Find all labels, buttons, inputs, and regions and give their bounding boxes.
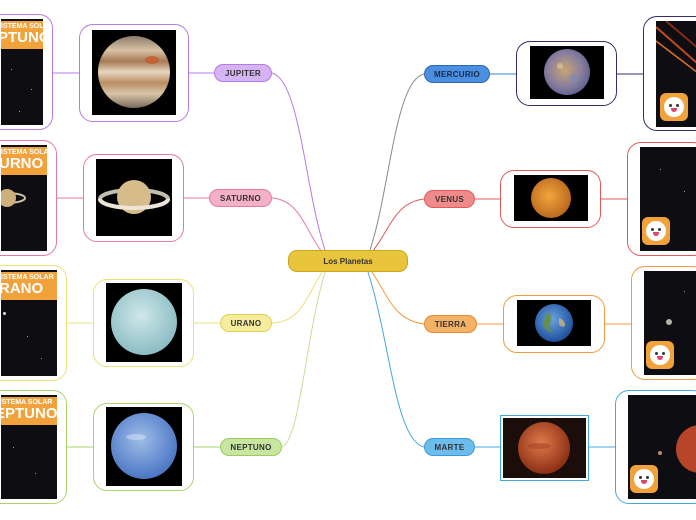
urano-poster-frame[interactable]: ISTEMA SOLAR RANO bbox=[0, 265, 67, 381]
venus-poster-badge bbox=[642, 217, 670, 245]
neptuno-planet-icon bbox=[106, 407, 182, 486]
marte-planet-icon bbox=[503, 418, 586, 478]
neptuno-poster-banner: SISTEMA SOLAR EPTUNO bbox=[1, 397, 57, 425]
tierra-poster-frame[interactable] bbox=[631, 266, 696, 380]
jupiter-poster: ISTEMA SOLAR PTUNO bbox=[1, 19, 43, 125]
tierra-image-frame[interactable] bbox=[503, 295, 605, 353]
mercurio-planet-icon bbox=[530, 46, 604, 99]
neptuno-photo bbox=[106, 407, 182, 486]
marte-poster bbox=[628, 395, 696, 499]
venus-planet-icon bbox=[514, 175, 588, 221]
jupiter-image-frame[interactable] bbox=[79, 24, 189, 122]
saturno-poster-frame[interactable]: ISTEMA SOLAR URNO bbox=[0, 140, 57, 256]
tierra-poster-badge bbox=[646, 341, 674, 369]
topic-marte-label: MARTE bbox=[435, 443, 465, 452]
topic-neptuno[interactable]: NEPTUNO bbox=[220, 438, 282, 456]
tierra-planet-icon bbox=[517, 300, 591, 346]
neptuno-poster-frame[interactable]: SISTEMA SOLAR EPTUNO bbox=[0, 390, 67, 504]
saturno-image-frame[interactable] bbox=[83, 154, 184, 242]
topic-saturno-label: SATURNO bbox=[220, 194, 261, 203]
marte-poster-badge bbox=[630, 465, 658, 493]
neptuno-image-frame[interactable] bbox=[93, 403, 194, 491]
saturno-planet-icon bbox=[96, 159, 172, 236]
saturno-photo bbox=[96, 159, 172, 236]
saturno-poster-planet-icon bbox=[1, 183, 27, 213]
jupiter-planet-icon bbox=[92, 30, 176, 115]
topic-urano[interactable]: URANO bbox=[220, 314, 272, 332]
venus-poster bbox=[640, 147, 696, 251]
urano-image-frame[interactable] bbox=[93, 279, 194, 367]
urano-poster-line2: RANO bbox=[1, 281, 57, 296]
venus-image-frame[interactable] bbox=[500, 170, 601, 228]
topic-urano-label: URANO bbox=[231, 319, 262, 328]
topic-venus-label: VENUS bbox=[435, 195, 464, 204]
smiley-face-icon bbox=[646, 221, 666, 241]
link-center-mercurio bbox=[370, 74, 424, 250]
link-center-jupiter bbox=[272, 73, 325, 250]
topic-jupiter-label: JUPITER bbox=[225, 69, 261, 78]
marte-photo bbox=[503, 418, 586, 478]
tierra-poster bbox=[644, 271, 696, 375]
mercurio-photo bbox=[530, 46, 604, 99]
topic-mercurio-label: MERCURIO bbox=[434, 70, 480, 79]
tierra-photo bbox=[517, 300, 591, 346]
jupiter-poster-banner: ISTEMA SOLAR PTUNO bbox=[1, 21, 43, 49]
venus-photo bbox=[514, 175, 588, 221]
mercurio-poster-badge bbox=[660, 93, 688, 121]
marte-image-frame[interactable] bbox=[500, 415, 589, 481]
neptuno-poster-line2: EPTUNO bbox=[1, 406, 57, 421]
urano-photo bbox=[106, 283, 182, 362]
central-topic[interactable]: Los Planetas bbox=[288, 250, 408, 272]
topic-venus[interactable]: VENUS bbox=[424, 190, 475, 208]
marte-poster-planet-icon bbox=[670, 419, 696, 479]
topic-tierra[interactable]: TIERRA bbox=[424, 315, 477, 333]
central-topic-label: Los Planetas bbox=[323, 257, 372, 266]
neptuno-poster: SISTEMA SOLAR EPTUNO bbox=[1, 395, 57, 499]
mercurio-poster bbox=[656, 21, 696, 127]
saturno-poster-banner: ISTEMA SOLAR URNO bbox=[1, 147, 47, 175]
jupiter-poster-frame[interactable]: ISTEMA SOLAR PTUNO bbox=[0, 14, 53, 130]
smiley-face-icon bbox=[650, 345, 670, 365]
urano-planet-icon bbox=[106, 283, 182, 362]
jupiter-poster-line2: PTUNO bbox=[1, 30, 43, 45]
jupiter-photo bbox=[92, 30, 176, 115]
topic-mercurio[interactable]: MERCURIO bbox=[424, 65, 490, 83]
saturno-poster-line2: URNO bbox=[1, 156, 47, 171]
marte-poster-frame[interactable] bbox=[615, 390, 696, 504]
link-center-venus bbox=[372, 199, 424, 252]
mercurio-poster-art bbox=[656, 21, 696, 81]
topic-neptuno-label: NEPTUNO bbox=[230, 443, 271, 452]
saturno-poster: ISTEMA SOLAR URNO bbox=[1, 145, 47, 251]
urano-poster: ISTEMA SOLAR RANO bbox=[1, 270, 57, 376]
topic-saturno[interactable]: SATURNO bbox=[209, 189, 272, 207]
link-center-neptuno bbox=[282, 272, 325, 447]
mercurio-image-frame[interactable] bbox=[516, 41, 617, 106]
urano-poster-banner: ISTEMA SOLAR RANO bbox=[1, 272, 57, 300]
link-center-marte bbox=[368, 272, 424, 447]
topic-tierra-label: TIERRA bbox=[435, 320, 467, 329]
smiley-face-icon bbox=[664, 97, 684, 117]
venus-poster-frame[interactable] bbox=[627, 142, 696, 256]
topic-jupiter[interactable]: JUPITER bbox=[214, 64, 272, 82]
smiley-face-icon bbox=[634, 469, 654, 489]
mercurio-poster-frame[interactable] bbox=[643, 16, 696, 131]
topic-marte[interactable]: MARTE bbox=[424, 438, 475, 456]
